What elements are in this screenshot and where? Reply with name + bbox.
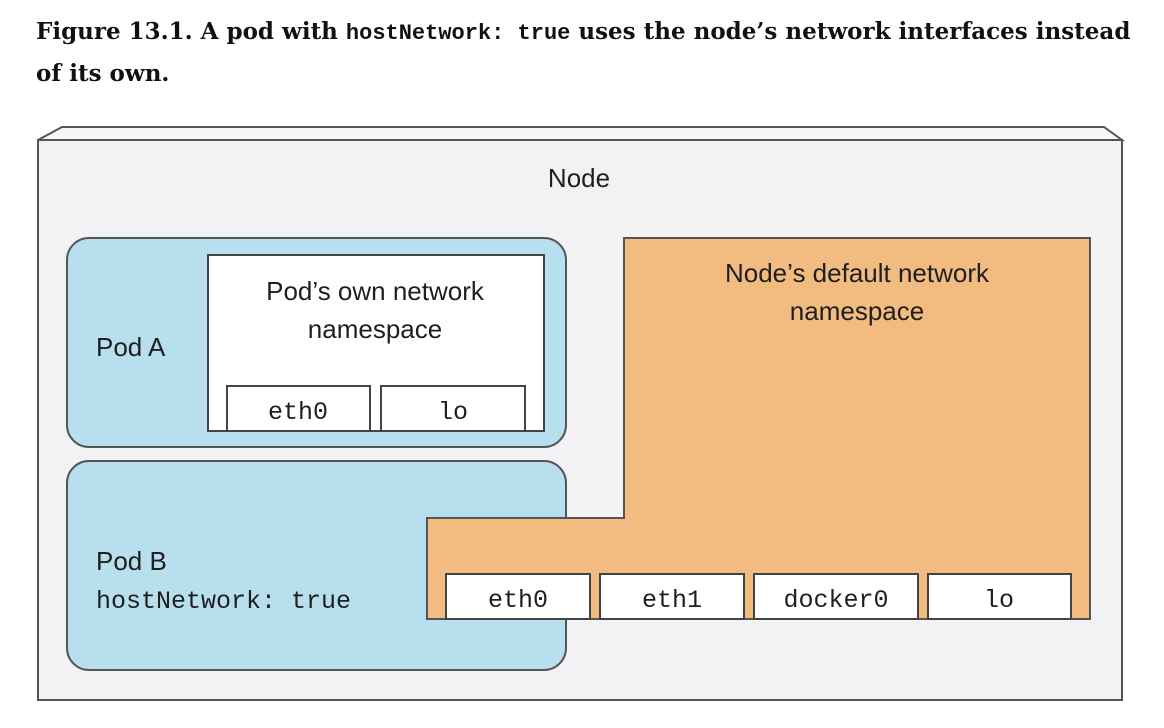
node-lo-interface — [927, 573, 1072, 620]
node-lo-label: lo — [984, 586, 1014, 615]
pod-a-eth0-interface — [226, 385, 371, 432]
pod-namespace-line2: namespace — [308, 314, 442, 344]
pod-a-lo-label: lo — [438, 398, 468, 427]
caption-code: hostNetwork: true — [345, 21, 571, 46]
pod-a-eth0-label: eth0 — [268, 398, 328, 427]
node-box-top — [37, 126, 1126, 141]
node-eth1-interface — [599, 573, 745, 620]
pod-a-label: Pod A — [96, 332, 166, 362]
node-docker0-label: docker0 — [783, 586, 888, 615]
node-docker0-interface — [753, 573, 919, 620]
pod-a-lo-interface — [380, 385, 526, 432]
node-eth0-label: eth0 — [488, 586, 548, 615]
caption-prefix: Figure 13.1. A pod with — [36, 18, 346, 45]
node-namespace-line1: Node’s default network — [725, 258, 990, 288]
pod-b-setting: hostNetwork: true — [96, 587, 351, 616]
node-namespace-line2: namespace — [790, 296, 924, 326]
node-default-namespace-area — [426, 237, 1091, 620]
figure-caption: Figure 13.1. A pod with hostNetwork: tru… — [36, 12, 1136, 94]
node-eth0-interface — [445, 573, 591, 620]
caption-suffix: uses the node’s network interfaces inste… — [36, 18, 1131, 87]
node-eth1-label: eth1 — [642, 586, 702, 615]
node-label: Node — [548, 163, 610, 193]
pod-b-label: Pod B — [96, 546, 167, 576]
pod-namespace-line1: Pod’s own network — [266, 276, 485, 306]
